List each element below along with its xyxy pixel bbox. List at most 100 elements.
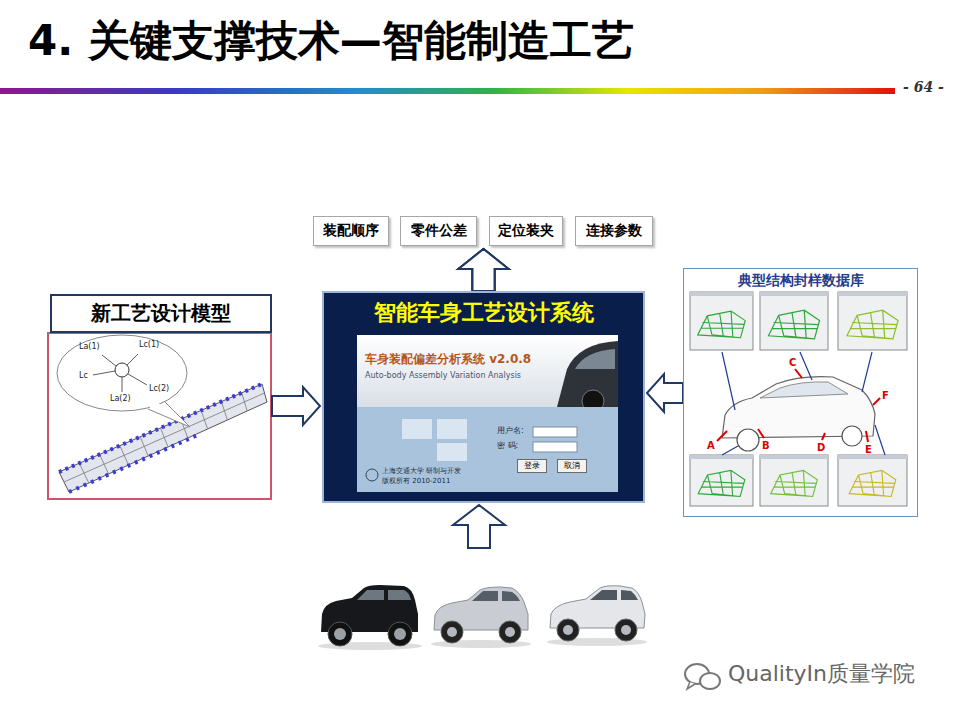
thumbnail [690, 292, 753, 350]
wireframe [849, 470, 896, 496]
car-window [388, 590, 411, 600]
callout-letter: C [789, 357, 796, 368]
thumb-header [760, 455, 828, 459]
input-arrow [453, 505, 505, 548]
copyright-text: 上海交通大学 研制与开发 [382, 468, 461, 476]
block-arrow [459, 249, 509, 291]
constraint-label: Lc [79, 372, 88, 381]
callout-letter: B [762, 440, 770, 451]
thumb-header [690, 292, 753, 296]
leader [875, 425, 885, 455]
car-wheel [328, 622, 352, 646]
thumb-header [760, 292, 828, 296]
car-wheel [557, 619, 579, 641]
software-screenshot: 车身装配偏差分析系统 v2.0.8Auto-body Assembly Vari… [357, 335, 618, 492]
block-arrow [647, 374, 683, 412]
leader [873, 398, 880, 405]
wireframe [698, 311, 746, 338]
bubble-tail [148, 402, 190, 427]
block-arrow [459, 249, 509, 291]
node-text: 登录 [524, 462, 540, 470]
node-text: 装配顺序 [323, 222, 379, 240]
thumbnail [760, 292, 828, 350]
car-windshield [760, 382, 848, 398]
car-window [621, 590, 638, 600]
wireframe [698, 470, 745, 496]
thumbnail [760, 455, 828, 506]
node-text: 取消 [564, 462, 580, 470]
field-label: 密 码: [497, 442, 518, 451]
car-wheel [499, 621, 521, 643]
page-number: - 64 - [903, 80, 944, 95]
field-label: 用户名: [497, 427, 524, 436]
spoke [128, 374, 147, 385]
car-window [472, 591, 498, 601]
wireframe [768, 310, 819, 339]
callout-letter: E [865, 444, 872, 455]
wechat-icon [687, 682, 695, 689]
blue-leaders [722, 352, 885, 455]
thumb-header [838, 455, 907, 459]
login-button: 登录 [517, 459, 547, 473]
car-rim [394, 628, 406, 640]
spoke [102, 355, 116, 366]
leader [795, 369, 802, 378]
constraint-label: Lc(1) [139, 341, 159, 350]
car-rim [621, 625, 631, 635]
constraint-node [115, 363, 129, 377]
input-field [533, 442, 577, 452]
leader [822, 433, 825, 440]
car-rim [563, 625, 573, 635]
model-frame [48, 333, 271, 499]
spoke [122, 377, 123, 392]
node-text: 典型结构封样数据库 [684, 272, 917, 290]
constraint-spokes [93, 354, 147, 392]
output-tag: 装配顺序 [313, 216, 389, 246]
thumbnails [690, 292, 907, 506]
thumbnail [690, 455, 753, 506]
car-wheel [388, 622, 412, 646]
panel-tile [402, 419, 432, 439]
node-text: 定位装夹 [498, 222, 554, 240]
leader [862, 352, 872, 392]
callout-letter: F [882, 390, 889, 401]
rainbow-bar [0, 88, 895, 94]
panel-tile [437, 443, 467, 461]
system-box: 智能车身工艺设计系统 车身装配偏差分析系统 v2.0.8Auto-body As… [322, 291, 645, 503]
screen-top [357, 335, 618, 407]
node-text: 连接参数 [586, 222, 642, 240]
callout-letter: D [817, 442, 825, 453]
wireframe [771, 470, 818, 496]
callout-bubble [57, 335, 187, 411]
leader [758, 429, 764, 438]
leader [722, 446, 738, 455]
bubble-join [150, 404, 164, 408]
callout-letter: A [707, 440, 715, 451]
thumbnail [838, 292, 907, 350]
car-window [357, 590, 384, 600]
cancel-button: 取消 [557, 459, 587, 473]
car-wheel [737, 429, 759, 451]
constraint-label: Lc(2) [149, 385, 169, 394]
output-tag: 定位装夹 [489, 216, 563, 246]
node-text: 零件公差 [411, 222, 467, 240]
constraint-dots [69, 434, 200, 492]
leader [800, 352, 812, 380]
constraint-label: La(2) [110, 395, 131, 404]
input-field [533, 427, 577, 437]
panel-tile [437, 419, 467, 439]
node-text: 车身装配偏差分析系统 v2.0.8 [365, 351, 531, 368]
wechat-icon [700, 673, 720, 689]
car-wheel [441, 621, 463, 643]
screen-car-window [575, 349, 615, 369]
wireframe [847, 310, 898, 339]
thumbnail [838, 455, 907, 506]
leader [717, 431, 727, 441]
block-arrow [272, 387, 320, 425]
spoke [127, 354, 138, 365]
slide-title: 4. 关键支撑技术—智能制造工艺 [28, 16, 634, 66]
output-tag: 连接参数 [575, 216, 653, 246]
constraint-label: La(1) [79, 343, 100, 352]
block-arrow [459, 249, 509, 291]
